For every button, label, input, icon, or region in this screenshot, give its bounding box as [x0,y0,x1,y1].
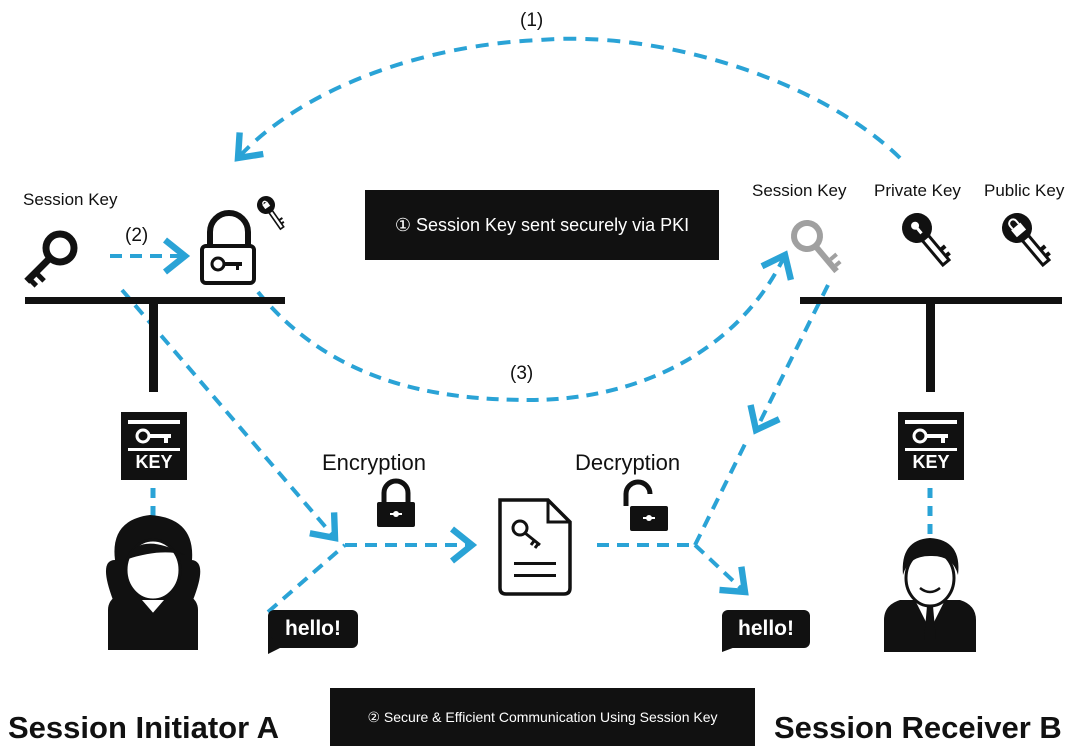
open-lock-icon [623,479,668,531]
man-avatar-icon [884,538,976,652]
step-1-label: (1) [520,10,544,31]
key-badge-text-left: KEY [135,452,173,472]
key-badge-icon-right [898,412,964,480]
public-key-label: Public Key [984,181,1065,200]
key-badge-icon [121,412,187,480]
step-3-label: (3) [510,363,534,384]
document-icon [498,498,572,596]
arrow-decryption-up [693,437,750,546]
closed-lock-icon [377,478,415,527]
speech-bubble-icon-right [722,610,810,652]
efficient-note-box: ② Secure & Efficient Communication Using… [330,688,755,746]
private-key-label: Private Key [874,181,961,200]
step-2-label: (2) [125,225,149,246]
initiator-title: Session Initiator A [8,710,280,745]
hello-bubble-right-text: hello! [738,617,794,640]
arrow-key-down-right [747,284,830,435]
arrow-1-pki-return [234,36,902,162]
woman-avatar-icon [105,515,201,650]
pki-note-box: ① Session Key sent securely via PKI [365,190,719,260]
private-key-icon [902,213,952,268]
left-session-key-label: Session Key [23,190,118,209]
encryption-label: Encryption [322,450,426,475]
arrow-bubble-join [266,543,347,614]
key-badge-text-right: KEY [912,452,950,472]
public-key-icon [1002,213,1052,268]
decryption-label: Decryption [575,450,681,475]
left-platform [25,297,285,392]
grey-key-icon [791,220,842,274]
arrow-key-to-encryption [120,288,339,542]
padlock-icon [200,210,256,285]
receiver-title: Session Receiver B [774,710,1062,745]
speech-bubble-icon [268,610,358,654]
key-icon [24,230,78,288]
arrow-to-hello-right [693,543,749,596]
right-platform [800,297,1062,392]
hello-bubble-left-text: hello! [285,617,341,640]
right-session-key-label: Session Key [752,181,847,200]
small-lock-key-icon [257,196,285,231]
arrow-3-send-key [256,250,794,403]
